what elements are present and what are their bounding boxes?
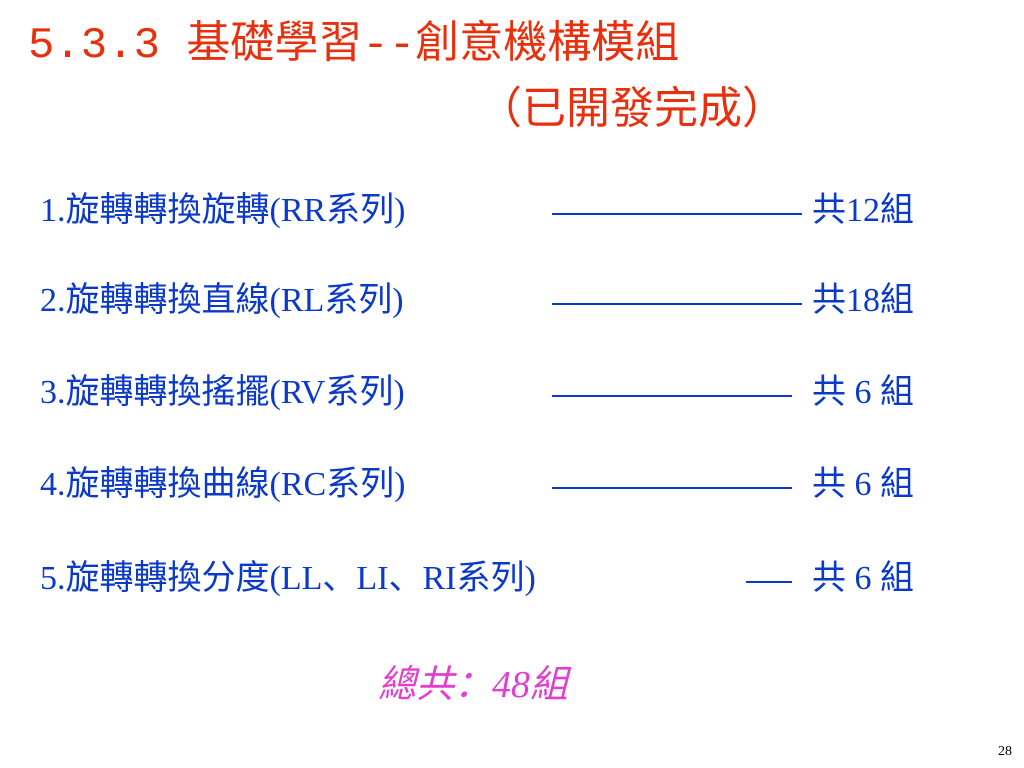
leader-line xyxy=(552,487,792,489)
list-item-label: 1.旋轉轉換旋轉(RR系列) xyxy=(40,192,406,229)
list-item-count: 共18組 xyxy=(812,282,914,319)
list-item-count: 共 6 組 xyxy=(812,374,914,411)
leader-line xyxy=(746,581,792,583)
leader-line xyxy=(552,303,802,305)
total-count: 總共：48組 xyxy=(378,664,569,706)
list-item-count: 共 6 組 xyxy=(812,466,914,503)
list-item: 2.旋轉轉換直線(RL系列) 共18組 xyxy=(40,276,914,326)
list-item: 1.旋轉轉換旋轉(RR系列) 共12組 xyxy=(40,186,914,236)
list-item-label: 3.旋轉轉換搖擺(RV系列) xyxy=(40,374,405,411)
list-item: 5.旋轉轉換分度(LL、LI、RI系列) 共 6 組 xyxy=(40,554,914,604)
list-item-count: 共 6 組 xyxy=(812,560,914,597)
list-item-count: 共12組 xyxy=(812,192,914,229)
slide-title-subtitle: （已開發完成） xyxy=(478,87,786,137)
list-item-label: 2.旋轉轉換直線(RL系列) xyxy=(40,282,404,319)
list-item: 3.旋轉轉換搖擺(RV系列) 共 6 組 xyxy=(40,368,914,418)
leader-line xyxy=(552,395,792,397)
list-item-label: 4.旋轉轉換曲線(RC系列) xyxy=(40,466,406,503)
list-item: 4.旋轉轉換曲線(RC系列) 共 6 組 xyxy=(40,460,914,510)
list-item-label: 5.旋轉轉換分度(LL、LI、RI系列) xyxy=(40,560,536,597)
page-number: 28 xyxy=(998,744,1012,759)
slide-title: 5.3.3 基礎學習--創意機構模組 xyxy=(28,21,680,71)
leader-line xyxy=(552,213,802,215)
